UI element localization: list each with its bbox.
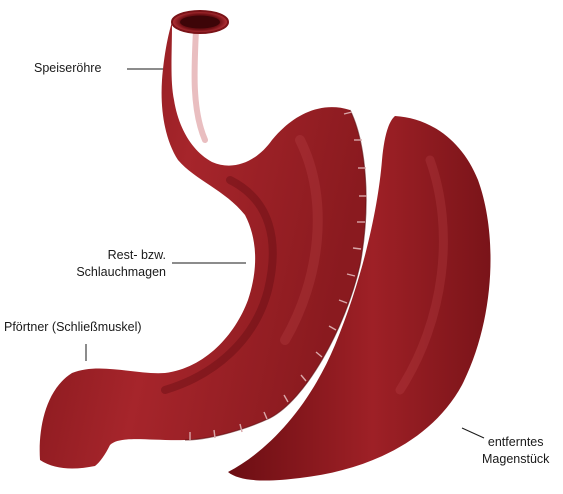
label-restmagen-line1: Rest- bzw. (64, 247, 166, 264)
esophagus-highlight (195, 30, 205, 140)
label-pfoertner: Pförtner (Schließmuskel) (4, 319, 142, 336)
label-entfernt: entferntes Magenstück (482, 434, 549, 468)
label-speiseroehre: Speiseröhre (34, 60, 101, 77)
label-entfernt-line2: Magenstück (482, 451, 549, 468)
label-restmagen: Rest- bzw. Schlauchmagen (64, 247, 166, 281)
leader-line-entfernt (462, 428, 484, 438)
label-entfernt-line1: entferntes (482, 434, 549, 451)
esophagus-opening-inner (180, 16, 220, 29)
label-restmagen-line2: Schlauchmagen (64, 264, 166, 281)
